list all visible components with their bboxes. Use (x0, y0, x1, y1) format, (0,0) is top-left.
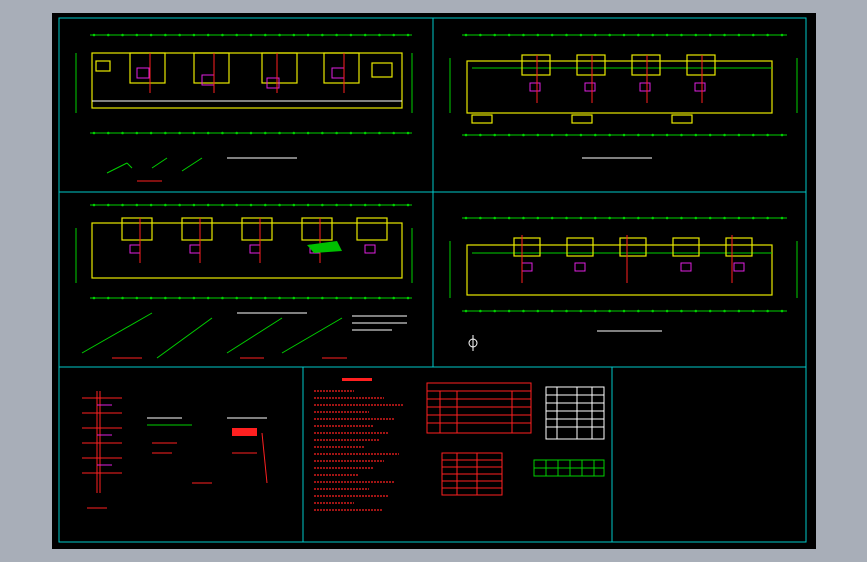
riser-diagrams[interactable] (82, 391, 268, 509)
floor-plan-middle-left[interactable] (75, 204, 413, 359)
floor-plan-top-left[interactable] (75, 34, 413, 182)
floor-plan-top-right[interactable] (449, 34, 798, 159)
tables-area[interactable] (426, 382, 605, 496)
cad-drawing (58, 17, 807, 543)
floor-plan-middle-right[interactable] (449, 217, 798, 351)
schedule-table (545, 386, 605, 440)
material-table (426, 382, 532, 434)
design-notes[interactable] (342, 378, 372, 381)
drawing-canvas[interactable] (52, 13, 816, 549)
